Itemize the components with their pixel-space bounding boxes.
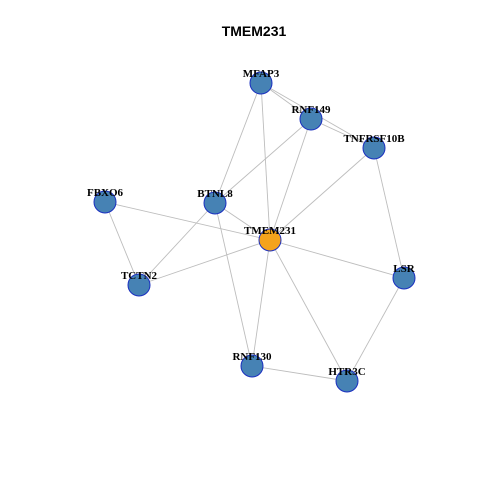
graph-title: TMEM231	[222, 23, 287, 39]
edge-tnfrsf10b-lsr	[373, 147, 405, 279]
edge-btnl8-rnf130	[214, 202, 253, 367]
edge-mfap3-tmem231	[260, 82, 271, 241]
node-htr3c	[335, 369, 359, 393]
edge-mfap3-btnl8	[214, 82, 262, 204]
node-tctn2	[127, 273, 151, 297]
node-tmem231	[258, 228, 282, 252]
node-label-fbxo6: FBXO6	[87, 187, 124, 199]
node-lsr	[392, 266, 416, 290]
node-label-btnl8: BTNL8	[197, 188, 233, 200]
node-rnf130	[240, 354, 264, 378]
node-label-mfap3: MFAP3	[243, 68, 280, 80]
node-label-lsr: LSR	[393, 263, 415, 275]
edge-tmem231-tctn2	[138, 239, 271, 286]
node-mfap3	[249, 71, 273, 95]
edge-rnf149-tmem231	[269, 118, 312, 241]
edge-rnf130-htr3c	[251, 365, 348, 382]
node-label-tnfrsf10b: TNFRSF10B	[343, 133, 405, 145]
edge-lsr-htr3c	[346, 277, 405, 382]
edge-rnf149-btnl8	[214, 118, 312, 204]
edge-tmem231-htr3c	[269, 239, 348, 382]
node-tnfrsf10b	[362, 136, 386, 160]
node-label-tmem231: TMEM231	[244, 225, 296, 237]
node-rnf149	[299, 107, 323, 131]
node-label-rnf130: RNF130	[232, 351, 272, 363]
edge-tmem231-lsr	[269, 239, 405, 279]
node-label-rnf149: RNF149	[291, 104, 331, 116]
edge-tmem231-rnf130	[251, 239, 271, 367]
node-btnl8	[203, 191, 227, 215]
edge-btnl8-tctn2	[138, 202, 216, 286]
node-fbxo6	[93, 190, 117, 214]
node-label-tctn2: TCTN2	[121, 270, 158, 282]
edge-tnfrsf10b-tmem231	[269, 147, 375, 241]
nodes-layer	[93, 71, 416, 393]
edge-fbxo6-tmem231	[104, 201, 271, 241]
edge-fbxo6-tctn2	[104, 201, 140, 286]
node-label-htr3c: HTR3C	[328, 366, 365, 378]
edge-rnf149-tnfrsf10b	[310, 118, 375, 149]
